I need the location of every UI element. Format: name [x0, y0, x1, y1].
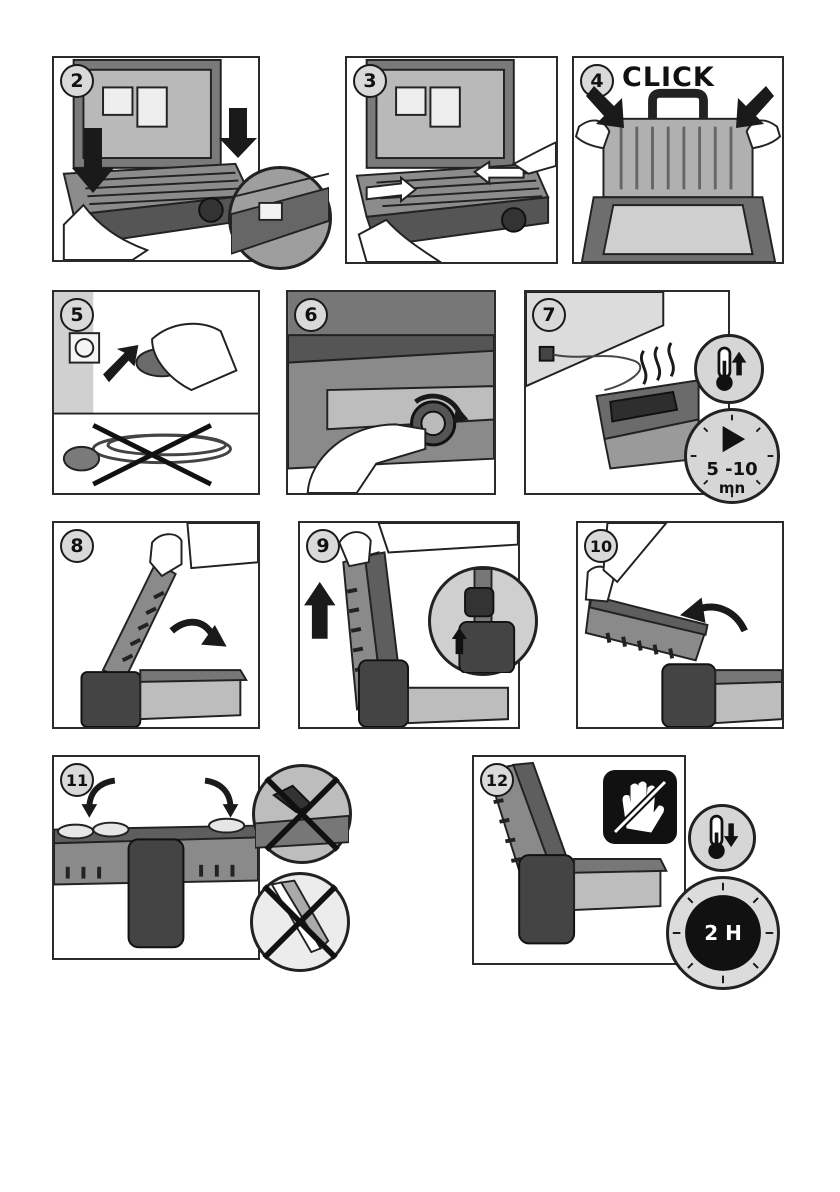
plug-icon: [136, 324, 236, 390]
crossed-utensil-icon: [252, 764, 352, 864]
step-2-detail-zoom: [228, 166, 332, 270]
step-3-panel: 3: [345, 56, 558, 264]
step-11-panel: 11: [52, 755, 260, 960]
step-8-panel: 8: [52, 521, 260, 729]
crossed-utensil-icon: [250, 872, 350, 972]
step-6-badge: 6: [294, 298, 328, 332]
thermometer-down-icon: [688, 804, 756, 872]
step-11-badge: 11: [60, 763, 94, 797]
clock-icon: 2 H: [666, 876, 780, 990]
click-arrow-icon: [574, 58, 784, 264]
step-9-badge: 9: [306, 529, 340, 563]
step-5-badge: 5: [60, 298, 94, 332]
step-7-time-value: 5 -10: [687, 461, 777, 479]
step-3-badge: 3: [353, 64, 387, 98]
step-10-badge: 10: [584, 529, 618, 563]
step-12-time-value: 2 H: [669, 923, 777, 943]
step-12-badge: 12: [480, 763, 514, 797]
thermometer-up-icon: [694, 334, 764, 404]
step-6-panel: 6: [286, 290, 496, 495]
step-4-panel: 4 CLICK: [572, 56, 784, 264]
curved-arrow-icon: [172, 622, 227, 646]
no-touch-hand-icon: [603, 770, 677, 844]
step-7-badge: 7: [532, 298, 566, 332]
step-7-time-unit: mn: [687, 481, 777, 496]
step-5-panel: 5: [52, 290, 260, 495]
step-10-panel: 10: [576, 521, 784, 729]
step-8-badge: 8: [60, 529, 94, 563]
crossed-cord-icon: [64, 425, 231, 484]
step-9-detail-zoom: [428, 566, 538, 676]
up-arrow-icon: [304, 582, 335, 639]
play-timer-icon: 5 -10 mn: [684, 408, 780, 504]
